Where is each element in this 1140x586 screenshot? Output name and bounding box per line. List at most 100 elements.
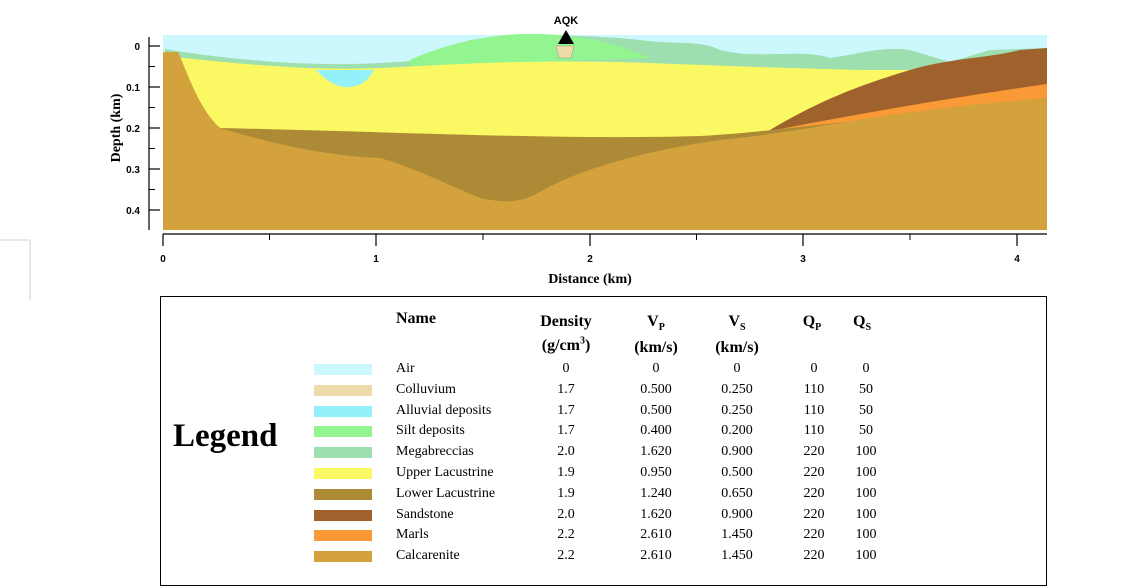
legend-row-vs: 0.250 xyxy=(721,402,753,418)
header-vs: VS (km/s) xyxy=(715,313,759,357)
legend-row-vp: 2.610 xyxy=(640,548,672,564)
legend-row-vp: 1.620 xyxy=(640,444,672,460)
legend-row-density: 2.2 xyxy=(557,527,575,543)
legend-row-qs: 0 xyxy=(862,361,870,376)
layer-calcarenite xyxy=(163,52,1047,230)
legend-row-qs: 100 xyxy=(855,506,877,522)
legend-swatch xyxy=(314,551,372,563)
header-density-label: Density xyxy=(540,313,592,330)
legend-row-vs: 1.450 xyxy=(721,548,753,564)
legend-row-density: 2.0 xyxy=(557,444,575,460)
legend-row-density: 1.9 xyxy=(557,485,575,501)
y-tick-label: 0 xyxy=(134,42,140,53)
y-axis-title: Depth (km) xyxy=(109,93,124,162)
legend-row-vp: 0.950 xyxy=(640,465,672,480)
y-tick-label: 0.2 xyxy=(126,124,140,135)
x-tick-label: 2 xyxy=(587,254,593,265)
y-tick-label: 0.3 xyxy=(126,165,140,176)
x-tick-label: 4 xyxy=(1014,254,1020,265)
legend-row-vp: 1.240 xyxy=(640,485,672,501)
legend-row: Colluvium 1.7 0.500 0.250 110 50 xyxy=(0,381,1140,399)
layer-colluvium xyxy=(555,45,575,59)
legend-row-name: Marls xyxy=(396,527,429,543)
legend-row-qp: 220 xyxy=(803,548,825,564)
y-tick-label: 0.4 xyxy=(126,206,140,217)
legend-row-qs: 100 xyxy=(855,548,877,564)
x-tick-label: 0 xyxy=(160,254,166,265)
legend-swatch xyxy=(314,530,372,542)
legend-row-vp: 2.610 xyxy=(640,527,672,543)
legend-row-qp: 110 xyxy=(803,381,825,397)
y-tick-label: 0.1 xyxy=(126,83,140,94)
legend-row-density: 2.0 xyxy=(557,506,575,522)
legend-row-name: Lower Lacustrine xyxy=(396,485,496,501)
legend-row-qs: 100 xyxy=(855,444,877,460)
legend-swatch xyxy=(314,405,372,417)
x-axis-ticks: 0 1 2 3 4 xyxy=(160,234,1020,265)
legend-row-vs: 0.200 xyxy=(721,423,753,439)
header-qs: QS xyxy=(852,313,871,334)
legend-row-qp: 0 xyxy=(810,361,818,376)
legend-row-qp: 220 xyxy=(803,465,825,480)
legend-row-density: 1.7 xyxy=(557,402,575,418)
legend-row-density: 1.9 xyxy=(557,465,575,480)
legend-row-name: Silt deposits xyxy=(396,423,465,439)
legend-swatch xyxy=(314,488,372,500)
legend-row-name: Air xyxy=(396,361,415,376)
legend-row-name: Upper Lacustrine xyxy=(396,465,494,480)
legend-swatch xyxy=(314,509,372,521)
header-qp: QP xyxy=(802,313,822,334)
legend-row-density: 1.7 xyxy=(557,381,575,397)
legend-row-qs: 50 xyxy=(859,423,873,439)
legend-row-qp: 220 xyxy=(803,506,825,522)
legend-row-vp: 0.500 xyxy=(640,402,672,418)
legend-row-vp: 0.400 xyxy=(640,423,672,439)
legend-swatch xyxy=(314,426,372,438)
legend-row: Air 0 0 0 0 0 xyxy=(0,360,1140,378)
header-name: Name xyxy=(396,310,436,327)
legend-row-vs: 0.650 xyxy=(721,485,753,501)
station-triangle-marker xyxy=(558,30,574,44)
legend-row-qp: 220 xyxy=(803,527,825,543)
legend-row-qp: 110 xyxy=(803,423,825,439)
legend-row-density: 2.2 xyxy=(557,548,575,564)
legend-row-qs: 100 xyxy=(855,465,877,480)
legend-row-vs: 0.900 xyxy=(721,444,753,460)
legend-row-qs: 50 xyxy=(859,381,873,397)
y-axis-ticks: 0 0.1 0.2 0.3 0.4 xyxy=(126,42,160,217)
legend-row-vp: 1.620 xyxy=(640,506,672,522)
legend-row: Sandstone 2.0 1.620 0.900 220 100 xyxy=(0,506,1140,524)
layer-alluvial-deposits xyxy=(316,70,374,88)
legend-swatch xyxy=(314,384,372,396)
legend-row-vs: 0 xyxy=(733,361,741,376)
legend-row-name: Sandstone xyxy=(396,506,454,522)
legend-row-vs: 0.250 xyxy=(721,381,753,397)
legend-row-qp: 220 xyxy=(803,485,825,501)
legend-row-qp: 110 xyxy=(803,402,825,418)
legend-row-density: 0 xyxy=(562,361,570,376)
legend-row-qs: 100 xyxy=(855,527,877,543)
x-tick-label: 1 xyxy=(373,254,379,265)
x-axis-title: Distance (km) xyxy=(548,272,632,287)
legend-row-vp: 0.500 xyxy=(640,381,672,397)
legend-row-qs: 50 xyxy=(859,402,873,418)
geological-cross-section: AQK 0 0.1 0.2 0.3 0.4 0 1 2 3 4 Depth (km) Dista… xyxy=(0,15,1047,300)
legend-swatch xyxy=(314,468,372,479)
header-density-unit: (g/cm3) xyxy=(541,336,591,355)
x-tick-label: 3 xyxy=(800,254,806,265)
station-label: AQK xyxy=(554,15,579,27)
legend-row-name: Colluvium xyxy=(396,381,456,397)
legend-title: Legend xyxy=(173,418,278,454)
legend-row-name: Megabreccias xyxy=(396,444,474,460)
header-density: Density (g/cm3) xyxy=(532,312,600,356)
legend-row-vs: 0.900 xyxy=(721,506,753,522)
decorative-outline xyxy=(0,239,31,300)
legend-row-vp: 0 xyxy=(652,361,660,376)
